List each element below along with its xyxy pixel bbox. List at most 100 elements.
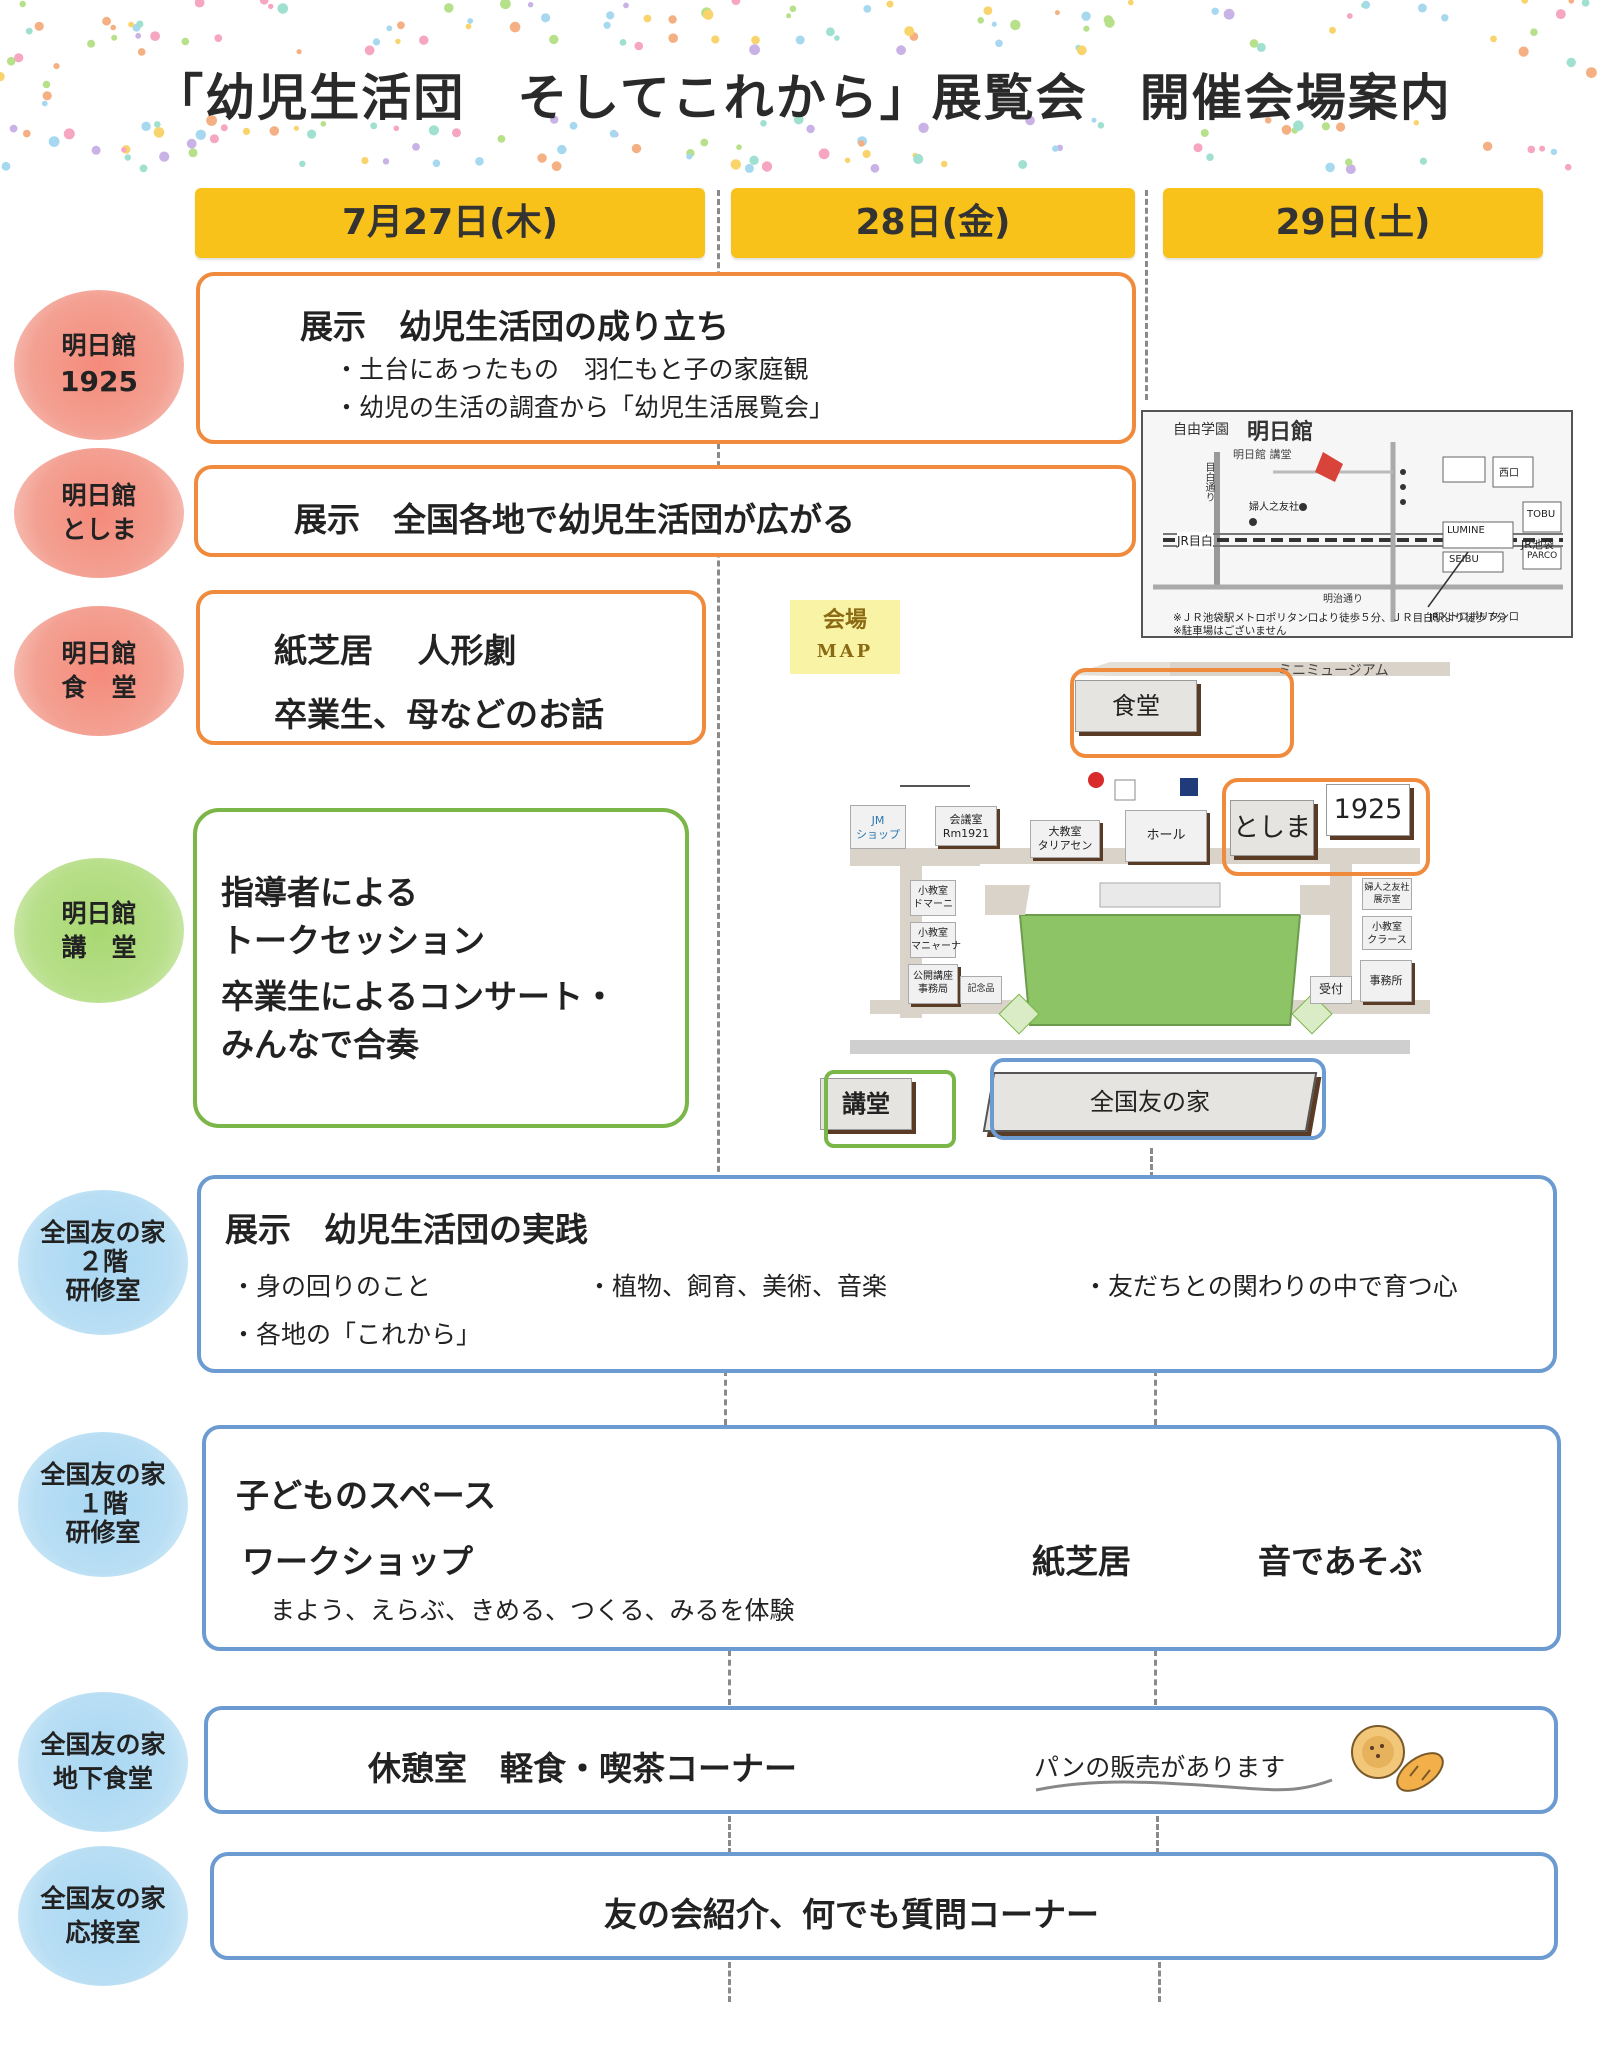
- confetti-dot: [34, 21, 44, 31]
- venue-badge-toshima: 明日館 としま: [14, 448, 184, 578]
- confetti-dot: [1586, 67, 1597, 78]
- confetti-dot: [206, 115, 218, 126]
- confetti-dot: [569, 121, 578, 130]
- room-1925: 1925: [1326, 784, 1410, 836]
- area-map-label: 自由学園: [1173, 422, 1229, 438]
- venue-floor: １階: [77, 1489, 128, 1519]
- confetti-dot: [48, 136, 60, 148]
- confetti-dot: [603, 21, 611, 29]
- event-item: ・友だちとの関わりの中で育つ心: [1083, 1272, 1458, 1301]
- venue-badge-shokudo: 明日館 食 堂: [14, 606, 184, 736]
- confetti-dot: [730, 159, 741, 170]
- confetti-dot: [977, 17, 984, 24]
- confetti-dot: [806, 124, 815, 134]
- confetti-dot: [760, 120, 767, 127]
- confetti-dot: [744, 163, 754, 173]
- confetti-dot: [139, 164, 148, 173]
- area-map-label: PARCO: [1527, 551, 1558, 561]
- confetti-dot: [537, 153, 547, 163]
- confetti-dot: [150, 31, 161, 41]
- confetti-dot: [643, 14, 652, 23]
- room-fujin: 婦人之友社 展示室: [1362, 878, 1412, 910]
- confetti-dot: [1417, 3, 1427, 13]
- confetti-dot: [834, 35, 840, 41]
- venue-name: 全国友の家: [40, 1460, 166, 1490]
- event-box-ousetsu: 友の会紹介、何でも質問コーナー: [210, 1852, 1558, 1960]
- event-line: 卒業生、母などのお話: [274, 695, 604, 734]
- confetti-dot: [557, 144, 567, 155]
- confetti-dot: [1581, 0, 1590, 7]
- room-label: 展示室: [1373, 895, 1401, 905]
- highlight-toshima-1925: [1222, 778, 1430, 876]
- confetti-dot: [194, 0, 205, 8]
- confetti-dot: [1325, 162, 1335, 173]
- venue-room: 講 堂: [61, 932, 137, 962]
- room-label: 小教室: [1372, 922, 1402, 933]
- confetti-dot: [136, 20, 144, 28]
- confetti-dot: [154, 121, 161, 128]
- area-map-label: JR池袋: [1521, 538, 1554, 551]
- room-label: 大教室: [1048, 825, 1082, 838]
- confetti-dot: [795, 35, 805, 45]
- confetti-dot: [913, 153, 924, 165]
- event-item: ・幼児の生活の調査から「幼児生活展覧会」: [334, 393, 835, 422]
- event-subline: まよう、えらぶ、きめる、つくる、みるを体験: [270, 1596, 795, 1625]
- area-map-note: ※駐車場はございません: [1173, 625, 1287, 637]
- confetti-dot: [428, 125, 439, 136]
- room-label: ショップ: [856, 828, 900, 841]
- area-map-label: 明日館 講堂: [1233, 448, 1292, 461]
- confetti-dot: [918, 122, 929, 133]
- confetti-dot: [844, 157, 851, 164]
- confetti-dot: [6, 56, 16, 66]
- room-label: JM: [871, 814, 885, 827]
- venue-badge-2f: 全国友の家 ２階 研修室: [18, 1190, 188, 1335]
- day-divider: [1154, 1370, 1157, 1425]
- confetti-dot: [1518, 46, 1529, 57]
- room-label: 公開講座: [913, 971, 953, 982]
- event-line: ワークショップ: [242, 1542, 473, 1581]
- confetti-dot: [395, 38, 401, 45]
- confetti-dot: [497, 135, 506, 143]
- confetti-dot: [372, 38, 381, 46]
- event-line: みんなで合奏: [221, 1025, 419, 1064]
- venue-badge-kodo: 明日館 講 堂: [14, 858, 184, 1003]
- room-small-3: 小教室 クラース: [1362, 916, 1412, 950]
- confetti-dot: [1568, 0, 1575, 4]
- event-item: ・身の回りのこと: [231, 1272, 432, 1301]
- confetti-dot: [1264, 117, 1272, 124]
- venue-name: 明日館: [61, 331, 137, 361]
- confetti-dot: [110, 24, 116, 31]
- confetti-dot: [364, 45, 375, 56]
- confetti-dot: [509, 21, 521, 33]
- confetti-dot: [761, 161, 773, 172]
- confetti-dot: [220, 124, 228, 132]
- confetti-dot: [412, 143, 420, 151]
- venue-room: 研修室: [65, 1275, 141, 1305]
- confetti-dot: [475, 157, 484, 166]
- confetti-dot: [870, 163, 880, 173]
- confetti-dot: [296, 49, 302, 55]
- room-shokudo: 食堂: [1075, 680, 1197, 732]
- area-map-label: 明治通り: [1323, 594, 1363, 605]
- event-heading: 展示 全国各地で幼児生活団が広がる: [294, 500, 855, 539]
- venue-room: 1925: [60, 364, 138, 398]
- highlight-kodo: [824, 1070, 956, 1148]
- confetti-dot: [991, 21, 997, 27]
- confetti-dot: [631, 143, 642, 154]
- event-item: ・土台にあったもの 羽仁もと子の家庭観: [334, 355, 809, 384]
- confetti-dot: [299, 160, 306, 167]
- room-label: ドマーニ: [913, 899, 953, 910]
- confetti-dot: [686, 153, 693, 160]
- event-box-b1: 休憩室 軽食・喫茶コーナー パンの販売があります: [204, 1706, 1558, 1814]
- confetti-dot: [786, 13, 792, 19]
- confetti-dot: [1010, 19, 1021, 31]
- confetti-dot: [320, 121, 327, 127]
- day-divider: [1150, 1148, 1153, 1178]
- venue-name: 明日館: [61, 898, 137, 928]
- confetti-dot: [995, 39, 1003, 48]
- event-item: ・植物、飼育、美術、音楽: [587, 1272, 888, 1301]
- confetti-dot: [42, 91, 52, 101]
- confetti-dot: [749, 44, 760, 56]
- confetti-dot: [896, 45, 906, 56]
- confetti-dot: [1566, 57, 1576, 68]
